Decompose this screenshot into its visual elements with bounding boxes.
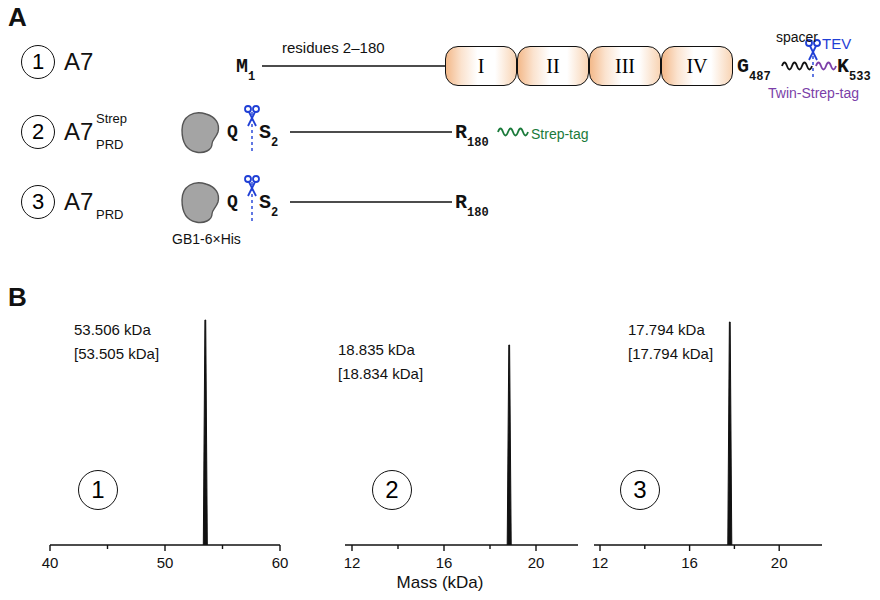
text-label: Strep bbox=[96, 112, 127, 125]
text-label: R bbox=[455, 123, 467, 143]
node-text: 3 bbox=[32, 191, 44, 213]
strep-wave bbox=[498, 129, 528, 136]
node-text: IV bbox=[686, 56, 707, 76]
twin-strep-wave bbox=[816, 63, 836, 70]
text-label: 180 bbox=[467, 207, 489, 219]
gb1-tag-blob bbox=[182, 183, 219, 223]
text-label: M bbox=[236, 57, 248, 77]
text-label: 18.835 kDa bbox=[338, 342, 415, 357]
domain-box: III bbox=[589, 46, 661, 86]
text-label: 533 bbox=[849, 71, 871, 83]
cleavage-site bbox=[251, 182, 252, 222]
text-label: 17.794 kDa bbox=[628, 322, 705, 337]
text-label: 487 bbox=[749, 71, 771, 83]
node-text: 1 bbox=[91, 478, 104, 502]
text-label: 2 bbox=[271, 207, 278, 219]
text-label: S bbox=[259, 193, 271, 213]
text-label: B bbox=[8, 284, 27, 310]
axis-label: 20 bbox=[771, 555, 788, 570]
text-label: A bbox=[8, 4, 27, 30]
text-label: 1 bbox=[248, 71, 255, 83]
text-label: A7 bbox=[64, 120, 93, 144]
circled-number: 1 bbox=[78, 470, 118, 510]
node-text: 1 bbox=[32, 51, 44, 73]
domain-box: I bbox=[445, 46, 517, 86]
text-label: Q bbox=[227, 123, 238, 141]
text-label: [17.794 kDa] bbox=[628, 346, 713, 361]
text-label: [18.834 kDa] bbox=[338, 366, 423, 381]
circled-number: 3 bbox=[21, 185, 55, 219]
mass-spectrum bbox=[594, 322, 822, 551]
text-label: Q bbox=[227, 193, 238, 211]
text-label: 2 bbox=[271, 137, 278, 149]
circled-number: 3 bbox=[620, 470, 660, 510]
axis-label: 12 bbox=[592, 555, 609, 570]
node-text: II bbox=[546, 56, 559, 76]
cleavage-site bbox=[251, 112, 252, 152]
node-text: 2 bbox=[385, 478, 398, 502]
text-label: spacer bbox=[776, 30, 818, 44]
text-label: A7 bbox=[64, 50, 93, 74]
text-label: Strep-tag bbox=[531, 127, 589, 141]
node-text: 2 bbox=[32, 121, 44, 143]
circled-number: 2 bbox=[21, 115, 55, 149]
text-label: PRD bbox=[96, 208, 123, 221]
axis-label: 16 bbox=[436, 555, 453, 570]
text-label: A7 bbox=[64, 190, 93, 214]
text-label: PRD bbox=[96, 138, 123, 151]
text-label: K bbox=[837, 57, 849, 77]
cleavage-site bbox=[812, 56, 813, 80]
text-label: S bbox=[259, 123, 271, 143]
axis-label: 16 bbox=[681, 555, 698, 570]
axis-label: 50 bbox=[157, 555, 174, 570]
gb1-tag-blob bbox=[182, 113, 219, 153]
text-label: GB1-6×His bbox=[172, 232, 241, 246]
text-label: [53.505 kDa] bbox=[74, 346, 159, 361]
text-label: TEV bbox=[822, 36, 851, 51]
text-label: G bbox=[737, 57, 749, 77]
spacer-wave bbox=[782, 63, 812, 70]
domain-box: IV bbox=[661, 46, 733, 86]
text-label: residues 2–180 bbox=[282, 40, 385, 55]
axis-label: 60 bbox=[272, 555, 289, 570]
circled-number: 2 bbox=[372, 470, 412, 510]
circled-number: 1 bbox=[21, 45, 55, 79]
tev-scissors bbox=[245, 176, 259, 196]
axis-label: Mass (kDa) bbox=[397, 574, 484, 591]
node-text: III bbox=[615, 56, 635, 76]
node-text: I bbox=[478, 56, 485, 76]
tev-scissors bbox=[245, 106, 259, 126]
axis-label: 12 bbox=[344, 555, 361, 570]
text-label: Twin-Strep-tag bbox=[768, 86, 859, 100]
node-text: 3 bbox=[633, 478, 646, 502]
construct-lines bbox=[262, 66, 452, 202]
domain-box: II bbox=[517, 46, 589, 86]
text-label: 53.506 kDa bbox=[74, 322, 151, 337]
text-label: 180 bbox=[467, 137, 489, 149]
text-label: R bbox=[455, 193, 467, 213]
mass-spectrum bbox=[50, 320, 280, 551]
axis-label: 40 bbox=[42, 555, 59, 570]
axis-label: 20 bbox=[528, 555, 545, 570]
